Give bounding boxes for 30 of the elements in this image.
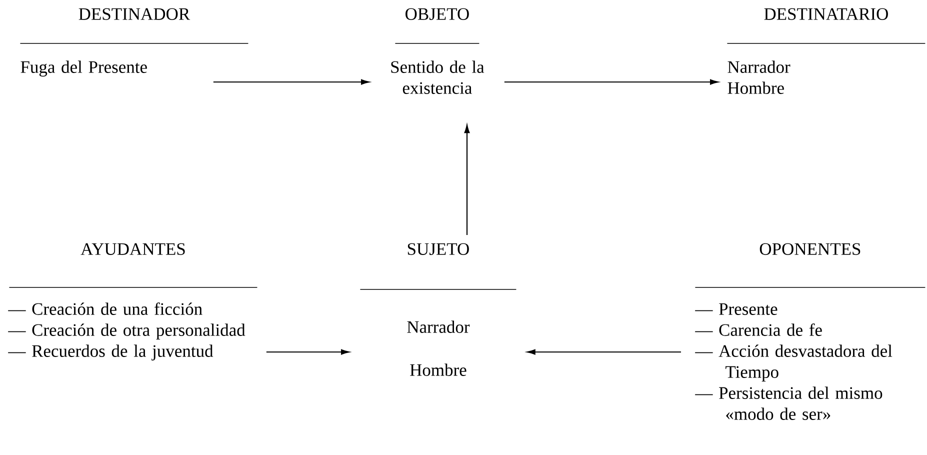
heading: SUJETO [408,243,469,255]
actant-block [360,243,517,376]
arrow [213,79,370,85]
list-item: — Creación de una ficción [8,302,202,315]
actant-block [726,8,926,94]
heading: DESTINADOR [78,8,190,20]
body-text: Narrador [728,60,790,73]
body-text: Sentido de la existencia [391,60,484,94]
actant-block [391,8,484,94]
heading: OBJETO [406,8,469,20]
body-text: Narrador [407,320,470,333]
list-item: — Carencia de fe [695,323,822,336]
list-item: — Acción desvastadora del Tiempo [695,344,892,382]
actant-block [694,243,926,420]
list-item: — Creación de otra personalidad [8,324,246,340]
arrow [504,79,718,85]
body-text: Fuga del Presente [20,60,147,77]
heading: OPONENTES [760,243,860,255]
list-item: — Presente [695,303,778,315]
body-text: Hombre [410,364,466,376]
heading: DESTINATARIO [764,8,888,20]
arrow [464,124,470,235]
actant-block [20,8,249,77]
actant-block [8,243,258,360]
arrow [526,349,681,355]
list-item: — Persistencia del mismo «modo de ser» [695,386,882,420]
body-text: Hombre [728,82,784,94]
list-item: — Recuerdos de la juventud [8,344,214,360]
arrow [266,349,350,355]
heading: AYUDANTES [80,243,185,255]
